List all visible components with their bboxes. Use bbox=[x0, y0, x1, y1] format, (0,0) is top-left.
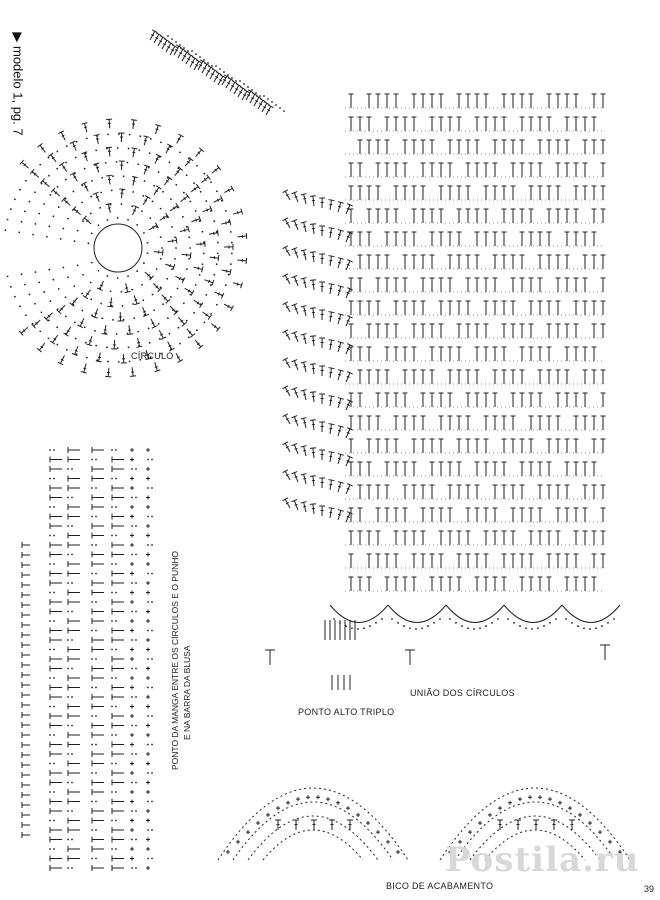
sleeve-stitch-diagram bbox=[21, 447, 153, 871]
edging-diagram bbox=[217, 787, 631, 861]
union-label: UNIÃO DOS CÍRCULOS bbox=[410, 688, 515, 698]
circle-diagram bbox=[4, 29, 285, 378]
triple-stitch-label: PONTO ALTO TRIPLO bbox=[298, 707, 395, 717]
sleeve-stitch-label-line1: PONTO DA MANGA ENTRE OS CÍRCULOS E O PUN… bbox=[170, 551, 180, 770]
union-diagram bbox=[265, 93, 621, 690]
edging-label: BICO DE ACABAMENTO bbox=[386, 881, 494, 891]
sleeve-stitch-label-line2: E NA BARRA DA BLUSA bbox=[182, 645, 192, 740]
page-number: 39 bbox=[643, 884, 654, 894]
watermark: Postila.ru bbox=[445, 840, 640, 880]
sleeve-stitch-label: PONTO DA MANGA ENTRE OS CÍRCULOS E O PUN… bbox=[168, 551, 198, 780]
circle-label: CÍRCULO bbox=[131, 351, 174, 361]
